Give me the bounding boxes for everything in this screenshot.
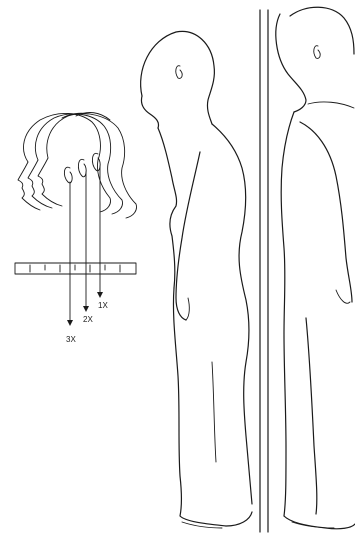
marker-label-2x: 2X (83, 315, 93, 324)
head-profile-3 (47, 114, 137, 218)
figure-upright-posture (276, 7, 355, 529)
upright-ear (314, 46, 320, 59)
ruler (15, 263, 136, 274)
marker-label-3x: 3X (66, 335, 76, 344)
upright-arm (300, 122, 352, 302)
figure-slumped-posture (141, 31, 252, 528)
ear-1 (64, 167, 72, 183)
wall-line (260, 10, 268, 532)
marker-label-1x: 1X (98, 301, 108, 310)
ear-2 (78, 159, 86, 177)
slumped-arm (176, 152, 200, 320)
arrow-1x-icon (97, 292, 103, 298)
head-profiles-inset (18, 113, 137, 218)
arrow-3x-icon (67, 320, 73, 326)
upright-head (276, 14, 306, 112)
slumped-ear (176, 66, 182, 79)
arrow-2x-icon (83, 306, 89, 312)
